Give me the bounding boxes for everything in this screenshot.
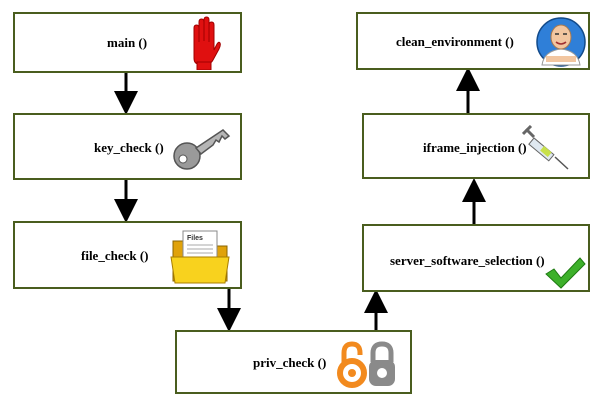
- node-priv-check-label: priv_check (): [253, 355, 327, 370]
- open-folder-icon: Files: [170, 230, 230, 284]
- node-file-check: file_check () Files: [13, 221, 242, 289]
- node-main: main (): [13, 12, 242, 73]
- open-lock-icons: [337, 341, 395, 388]
- node-clean-environment-label: clean_environment (): [396, 34, 514, 49]
- green-checkmark-icon: [545, 257, 586, 289]
- node-main-label: main (): [107, 35, 148, 50]
- node-server-software-selection-label: server_software_selection (): [390, 253, 545, 268]
- node-file-check-label: file_check (): [81, 248, 149, 263]
- node-iframe-injection: iframe_injection (): [362, 113, 590, 179]
- mascot-cleaner-icon: [536, 17, 586, 67]
- document-title: Files: [187, 235, 203, 242]
- node-server-software-selection: server_software_selection (): [362, 224, 590, 292]
- node-clean-environment: clean_environment (): [356, 12, 590, 70]
- node-iframe-injection-label: iframe_injection (): [423, 140, 527, 155]
- red-hand-stop-icon: [193, 16, 221, 70]
- node-key-check: key_check (): [13, 113, 242, 180]
- node-key-check-label: key_check (): [94, 140, 164, 155]
- node-priv-check: priv_check (): [175, 330, 412, 394]
- syringe-icon: [522, 125, 569, 170]
- key-icon: [173, 129, 231, 170]
